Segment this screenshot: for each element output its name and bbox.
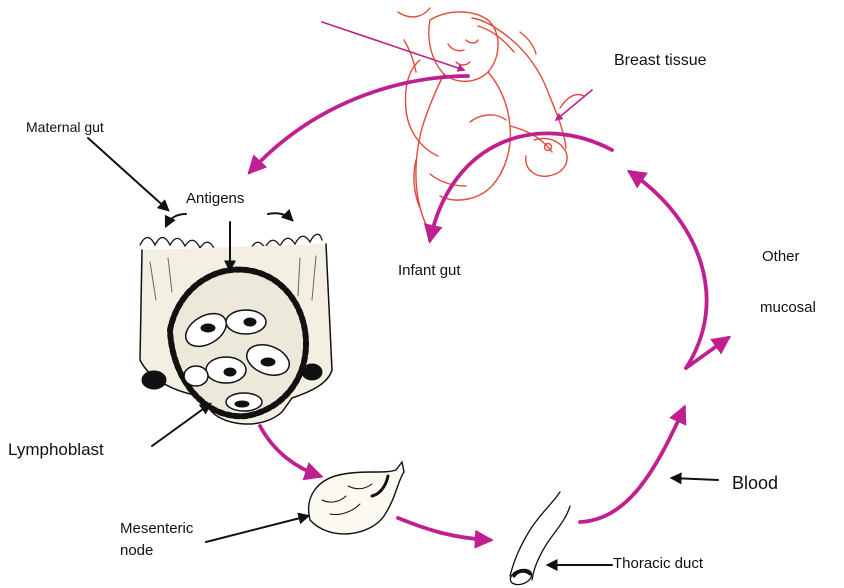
intestinal-section-sketch bbox=[140, 234, 332, 424]
mesenteric-node-sketch bbox=[309, 462, 404, 534]
label-thoracic-duct: Thoracic duct bbox=[613, 555, 703, 572]
label-maternal-gut: Maternal gut bbox=[26, 119, 104, 135]
thoracic-duct-sketch bbox=[508, 492, 570, 587]
label-blood: Blood bbox=[732, 473, 778, 494]
label-antigens: Antigens bbox=[186, 190, 244, 207]
label-mucosal: mucosal bbox=[760, 299, 816, 316]
label-mesenteric: Mesenteric bbox=[120, 520, 193, 537]
label-lymphoblast: Lymphoblast bbox=[8, 440, 104, 460]
label-breast-tissue: Breast tissue bbox=[614, 52, 706, 70]
label-other: Other bbox=[762, 248, 800, 265]
label-infant-gut: Infant gut bbox=[398, 262, 461, 279]
thin-magenta-pointers bbox=[322, 22, 592, 120]
label-node: node bbox=[120, 542, 153, 559]
